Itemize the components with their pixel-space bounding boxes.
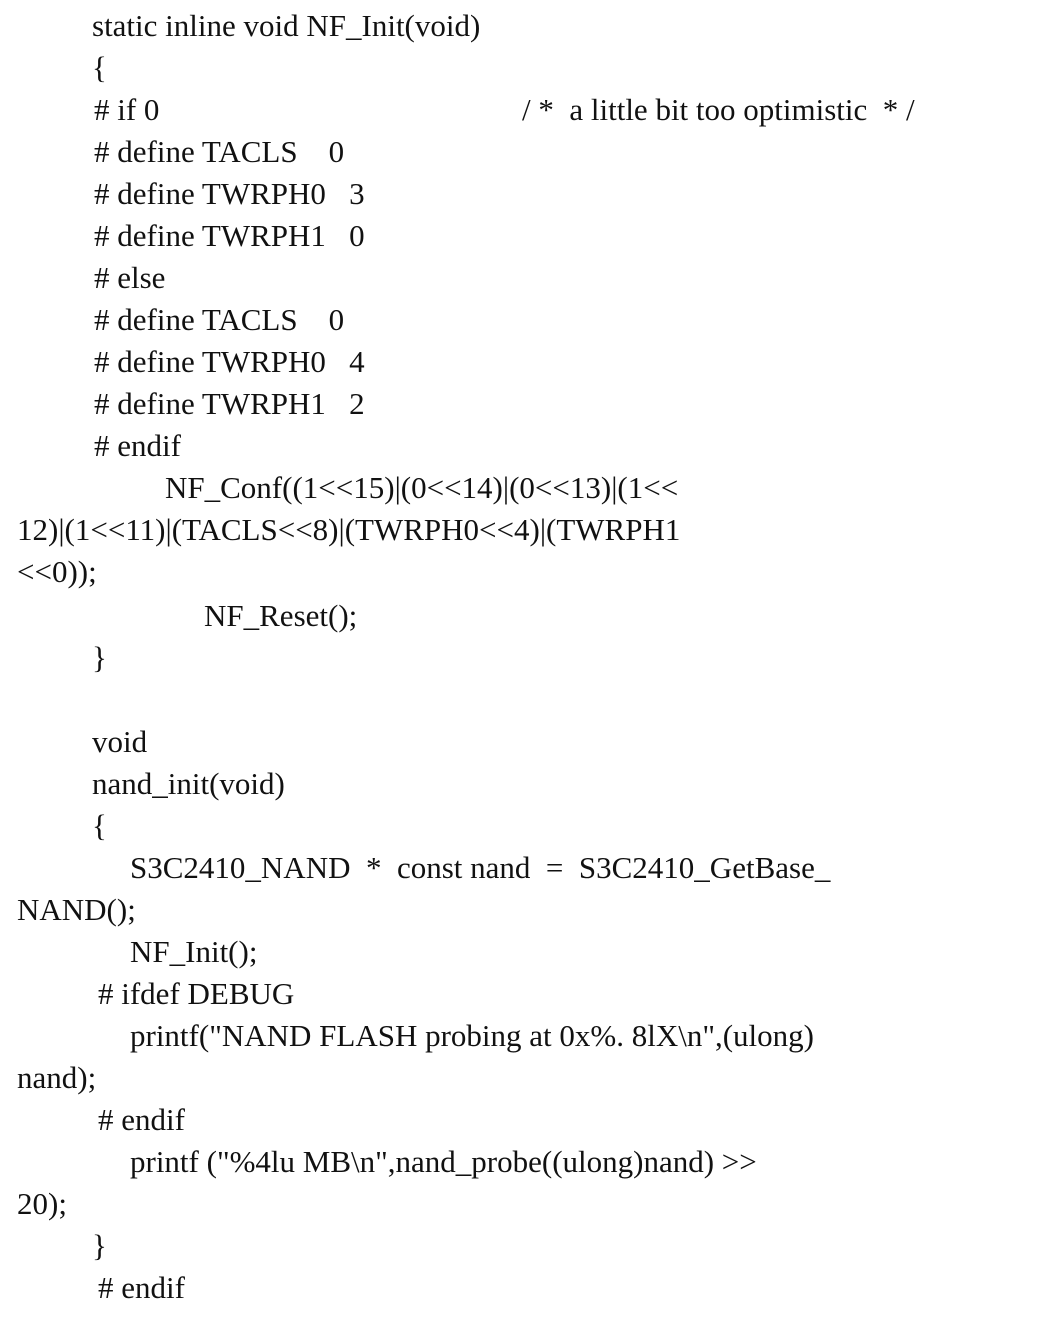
code-line-nf-reset: NF_Reset(); [204,598,358,633]
code-line-signature: static inline void NF_Init(void) [92,8,481,43]
code-line-printf-mb: printf ("%4lu MB\n",nand_probe((ulong)na… [130,1144,757,1179]
code-line-open-brace: { [92,50,107,85]
code-line-void: void [92,724,148,759]
code-line-define-twrph1: # define TWRPH1 2 [94,386,365,421]
code-line-define-tacls: # define TACLS 0 [94,134,345,169]
code-line-nand-init: nand_init(void) [92,766,285,801]
code-line-if0: # if 0 [94,92,160,127]
code-line-close-brace: } [92,640,107,675]
code-line-printf-mb-cont: 20); [17,1186,67,1221]
code-line-close-brace: } [92,1228,107,1263]
code-comment: / * a little bit too optimistic * / [522,92,915,127]
code-line-endif: # endif [94,428,181,463]
code-line-define-twrph0: # define TWRPH0 3 [94,176,365,211]
code-line-ifdef-debug: # ifdef DEBUG [98,976,295,1011]
code-line-nf-conf-end: <<0)); [17,554,97,589]
code-line-define-tacls: # define TACLS 0 [94,302,345,337]
code-line-nand-decl-cont: NAND(); [17,892,136,927]
code-line-printf-probe: printf("NAND FLASH probing at 0x%. 8lX\n… [130,1018,814,1053]
code-line-define-twrph1: # define TWRPH1 0 [94,218,365,253]
code-line-else: # else [94,260,166,295]
code-line-nf-init-call: NF_Init(); [130,934,258,969]
code-line-endif: # endif [98,1102,185,1137]
code-line-endif-final: # endif [98,1270,185,1305]
code-line-define-twrph0: # define TWRPH0 4 [94,344,365,379]
code-line-nand-decl: S3C2410_NAND * const nand = S3C2410_GetB… [130,850,831,885]
code-line-nf-conf-cont: 12)|(1<<11)|(TACLS<<8)|(TWRPH0<<4)|(TWRP… [17,512,681,547]
code-line-printf-probe-cont: nand); [17,1060,97,1095]
code-line-nf-conf: NF_Conf((1<<15)|(0<<14)|(0<<13)|(1<< [165,470,679,505]
code-line-open-brace: { [92,808,107,843]
